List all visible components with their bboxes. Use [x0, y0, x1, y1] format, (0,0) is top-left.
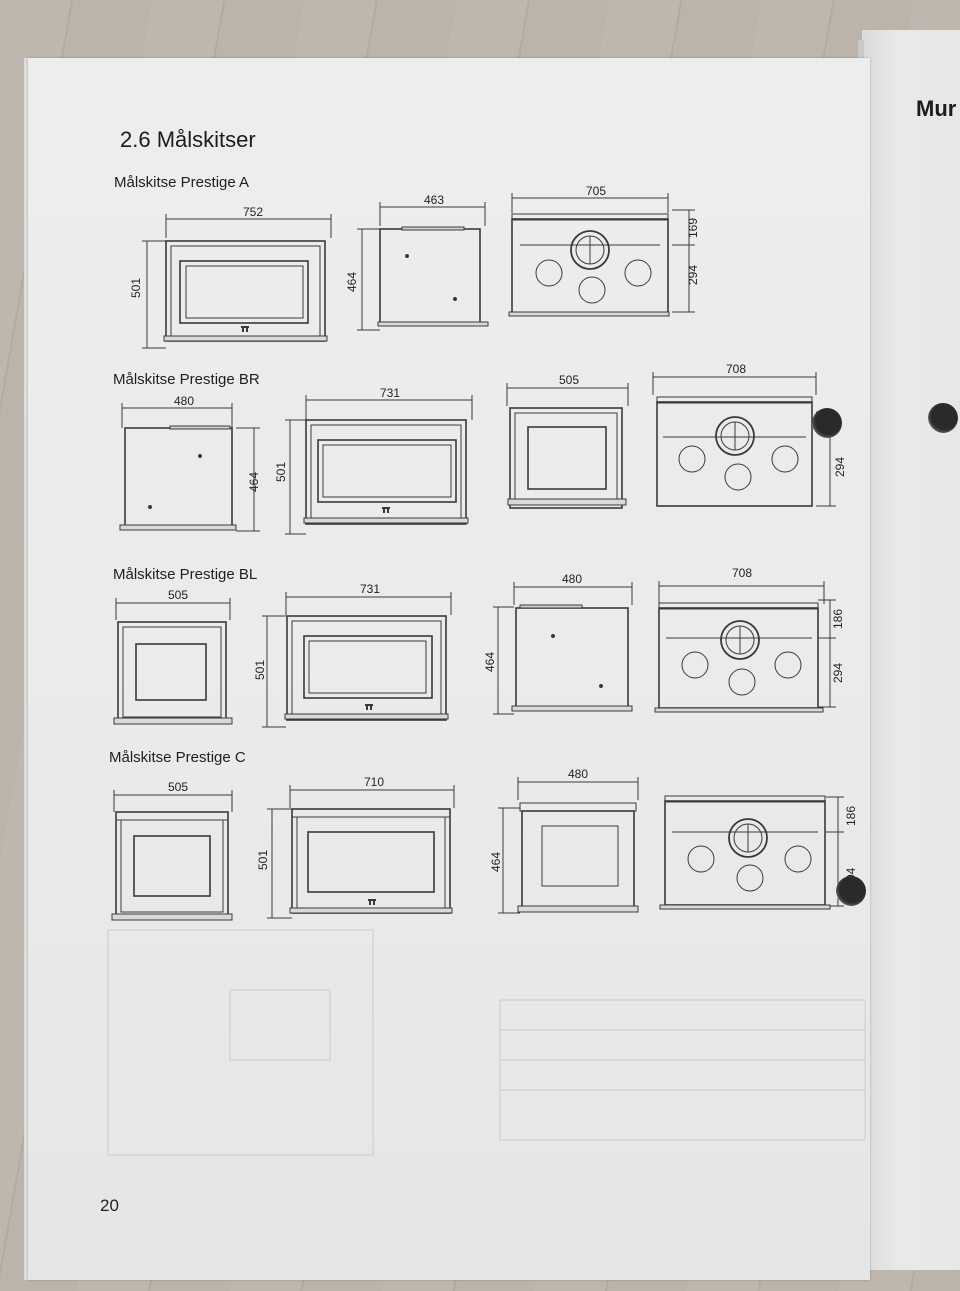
dim-a-front-height: 501: [129, 278, 143, 298]
section-label-prestige-a: Målskitse Prestige A: [114, 174, 250, 191]
dim-c-side-height: 464: [489, 852, 503, 872]
punch-hole-icon: [928, 403, 958, 433]
show-through-drawing: [107, 929, 866, 1156]
page-title: 2.6 Målskitser: [120, 127, 256, 152]
section-label-prestige-bl: Målskitse Prestige BL: [113, 566, 258, 583]
dim-c-end-width: 505: [168, 780, 188, 794]
prestige-c-side-view: 480 464: [489, 767, 639, 914]
dim-bl-front-height: 501: [253, 660, 267, 680]
dim-br-top-width: 708: [726, 362, 746, 376]
prestige-bl-side-view: 480 464: [483, 572, 633, 715]
dim-c-front-width: 710: [364, 775, 384, 789]
prestige-c-top-view: 186 94: [659, 795, 858, 910]
punch-hole-icon: [836, 876, 866, 906]
manual-page: [28, 58, 870, 1280]
prestige-c-end-view: 505: [111, 780, 233, 921]
prestige-bl-top-view: 708 186 294: [654, 566, 845, 713]
dim-c-front-height: 501: [256, 850, 270, 870]
dim-bl-front-width: 731: [360, 582, 380, 596]
section-label-prestige-c: Målskitse Prestige C: [109, 749, 246, 766]
prestige-a-front-view: 752 501: [129, 205, 332, 349]
dim-c-top-depth-a: 186: [844, 806, 858, 826]
dim-bl-side-width: 480: [562, 572, 582, 586]
dim-bl-top-width: 708: [732, 566, 752, 580]
dim-a-top-width: 705: [586, 184, 606, 198]
prestige-bl-front-view: 731 501: [253, 582, 452, 728]
dim-br-top-depth: 294: [833, 457, 847, 477]
dim-br-side-width: 480: [174, 394, 194, 408]
dim-br-side-height: 464: [247, 472, 261, 492]
dim-a-top-depth-b: 294: [686, 265, 700, 285]
prestige-c-front-view: 710 501: [256, 775, 455, 919]
dim-bl-side-height: 464: [483, 652, 497, 672]
prestige-a-top-view: 705 169 294: [508, 184, 700, 317]
dim-br-end-width: 505: [559, 373, 579, 387]
prestige-br-end-view: 505: [506, 373, 629, 509]
next-page-heading-fragment: Mur: [916, 96, 957, 121]
dim-bl-end-width: 505: [168, 588, 188, 602]
prestige-bl-end-view: 505: [113, 588, 233, 725]
dim-br-front-width: 731: [380, 386, 400, 400]
page-number: 20: [100, 1196, 119, 1215]
prestige-br-side-view: 480 464: [119, 394, 261, 532]
next-page: [862, 30, 960, 1270]
punch-hole-icon: [812, 408, 842, 438]
prestige-a-side-view: 463 464: [345, 193, 489, 331]
dim-c-side-width: 480: [568, 767, 588, 781]
dim-br-front-height: 501: [274, 462, 288, 482]
dim-bl-top-depth-b: 294: [831, 663, 845, 683]
section-label-prestige-br: Målskitse Prestige BR: [113, 371, 260, 388]
dim-bl-top-depth-a: 186: [831, 609, 845, 629]
dim-a-side-height: 464: [345, 272, 359, 292]
dim-a-top-depth-a: 169: [686, 218, 700, 238]
prestige-br-front-view: 731 501: [274, 386, 473, 535]
dim-a-front-width: 752: [243, 205, 263, 219]
dim-a-side-width: 463: [424, 193, 444, 207]
prestige-br-top-view: 708 294: [652, 362, 847, 507]
